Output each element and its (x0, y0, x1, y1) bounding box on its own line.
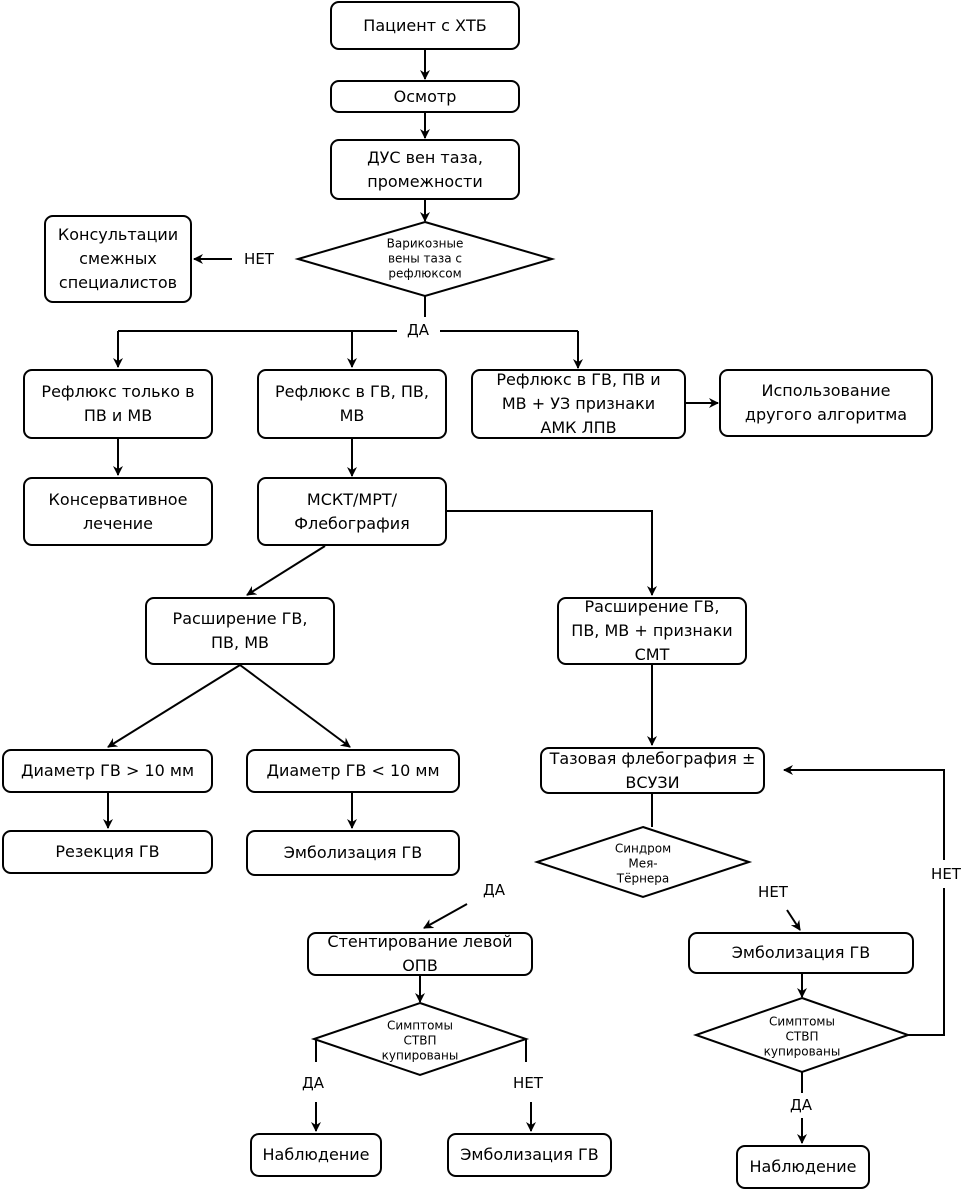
node-embol-2: Эмболизация ГВ (688, 932, 914, 974)
line-symptoms-loop (784, 770, 945, 1036)
arrow-msct-dilation (246, 545, 326, 596)
node-diam-lt: Диаметр ГВ < 10 мм (246, 749, 460, 793)
label-yes-symptoms-2: ДА (790, 1096, 812, 1114)
arrow-msct-dilation-smt (447, 510, 657, 596)
label-no-loop: НЕТ (931, 865, 961, 883)
decision-symptoms-1-shape (310, 1001, 530, 1077)
label-no-symptoms-1: НЕТ (513, 1074, 543, 1092)
node-observation-1: Наблюдение (250, 1133, 382, 1177)
label-yes-varicose: ДА (407, 321, 429, 339)
node-exam: Осмотр (330, 80, 520, 113)
label-no-may-thurner: НЕТ (758, 883, 788, 901)
label-yes-may-thurner: ДА (483, 881, 505, 899)
node-observation-2: Наблюдение (736, 1145, 870, 1189)
node-msct: МСКТ/МРТ/Флебография (257, 477, 447, 546)
arrow-may-stenting (423, 903, 468, 929)
node-resection: Резекция ГВ (2, 830, 213, 874)
node-embol-1: Эмболизация ГВ (246, 830, 460, 876)
node-dilation: Расширение ГВ,ПВ, МВ (145, 597, 335, 665)
decision-may-thurner-shape (533, 825, 753, 899)
node-diam-gt: Диаметр ГВ > 10 мм (2, 749, 213, 793)
node-pelvic-phlebo: Тазовая флебография ±ВСУЗИ (540, 747, 765, 794)
node-patient: Пациент с ХТБ (330, 1, 520, 50)
arrow-dilation-diam-gt (107, 664, 241, 748)
arrow-dilation-diam-lt (239, 664, 351, 748)
arrow-may-embol (786, 909, 801, 931)
arrow-symptoms-1-embol (526, 1039, 531, 1131)
node-reflux-gv-pv-mv: Рефлюкс в ГВ, ПВ,МВ (257, 369, 447, 439)
node-embol-3: Эмболизация ГВ (447, 1133, 612, 1177)
label-yes-symptoms-1: ДА (302, 1074, 324, 1092)
node-dus: ДУС вен таза,промежности (330, 139, 520, 200)
label-no-varicose: НЕТ (244, 250, 274, 268)
